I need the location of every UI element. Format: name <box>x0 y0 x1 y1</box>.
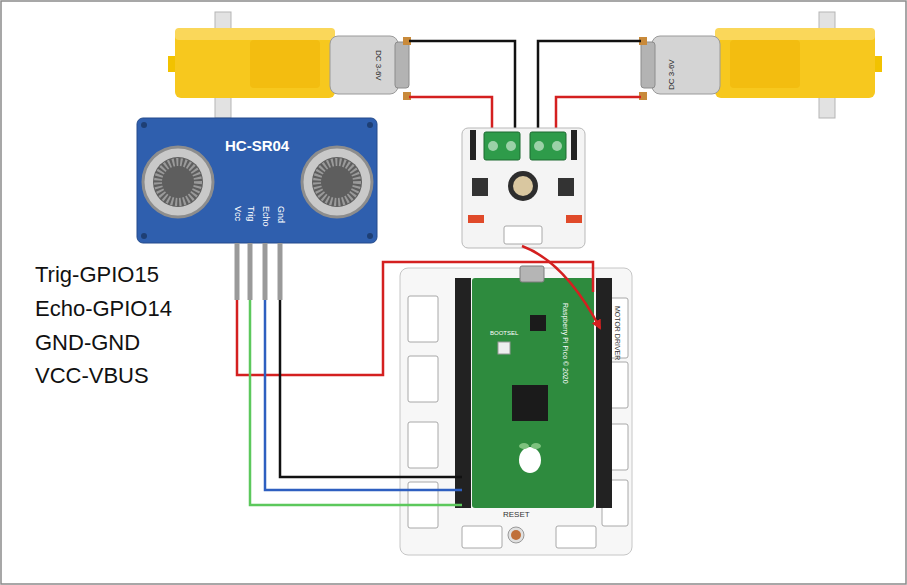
jumper-wire <box>237 243 593 375</box>
carrier-board: MOTOR DRIVER RESET BOOTSEL Raspberry Pi Pic… <box>400 268 632 555</box>
jumper-wire <box>265 243 400 490</box>
motor-rating: DC 3-6V <box>373 50 382 81</box>
carrier-board-art <box>400 266 632 555</box>
pin-name: Echo <box>260 206 270 227</box>
pico-board: BOOTSEL Raspberry Pi Pico © 2020 <box>472 278 594 508</box>
pin-mapping: Trig-GPIO15 <box>35 263 159 287</box>
ultrasonic-sensor-art <box>137 118 377 243</box>
board-name: Raspberry Pi Pico © 2020 <box>561 303 569 384</box>
pin-name: Gnd <box>275 206 285 223</box>
ultrasonic-sensor: HC-SR04VccTrig Echo Gnd <box>137 118 377 243</box>
port-name: MOTOR DRIVER <box>613 306 621 360</box>
jumper-wire <box>280 243 400 477</box>
motor-art <box>538 12 882 140</box>
part-name: HC-SR04 <box>225 138 289 155</box>
motor-rating: DC 3-6V <box>668 59 677 90</box>
pointer-arrow <box>522 246 600 328</box>
gear-motor: DC 3-6V <box>635 10 875 110</box>
pin-name: Trig <box>245 206 255 221</box>
pin-mapping: Echo-GPIO14 <box>35 297 172 321</box>
motor-driver-art <box>462 128 585 248</box>
pin-mapping: VCC-VBUS <box>35 364 149 388</box>
button-name: BOOTSEL <box>490 330 518 337</box>
pin-name: Vcc <box>232 206 242 221</box>
gear-motor: DC 3-6V <box>175 10 415 110</box>
jumper-wire <box>250 243 400 505</box>
button-name: RESET <box>503 511 530 520</box>
pin-mapping: GND-GND <box>35 331 140 355</box>
